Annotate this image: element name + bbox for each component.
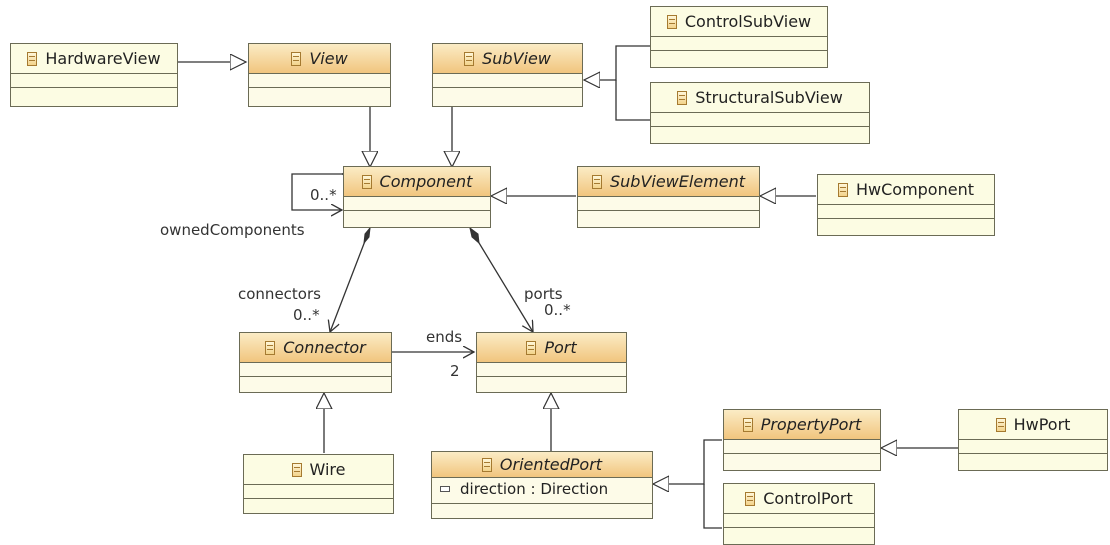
class-icon [745,491,756,506]
class-name: PropertyPort [760,415,862,434]
association-owned-components[interactable] [291,173,342,210]
class-name: HwComponent [855,180,974,199]
attribute-icon [440,486,450,492]
generalization-propertyport-orientedport[interactable] [653,439,722,484]
owned-components-multiplicity: 0..* [310,186,337,204]
class-name: Wire [309,460,346,479]
association-connectors[interactable] [330,227,371,332]
class-structuralsubview[interactable]: StructuralSubView [650,82,870,144]
class-icon [742,417,753,432]
class-icon [591,174,602,189]
class-port[interactable]: Port [476,332,627,393]
generalization-controlsubview-subview[interactable] [584,45,650,80]
class-name: OrientedPort [499,455,603,474]
class-name: ControlPort [763,489,853,508]
class-icon [481,457,492,472]
class-name: Component [379,172,473,191]
class-icon [666,14,677,29]
generalization-controlport-orientedport[interactable] [703,484,722,529]
class-icon [27,51,38,66]
generalization-structuralsubview-subview[interactable] [615,80,650,121]
owned-components-role: ownedComponents [160,221,305,239]
class-name: SubView [482,49,551,68]
class-icon [526,340,537,355]
class-icon [995,417,1006,432]
class-icon [291,462,302,477]
connectors-multiplicity: 0..* [293,306,320,324]
class-icon [837,182,848,197]
class-controlsubview[interactable]: ControlSubView [650,6,828,68]
ends-multiplicity: 2 [450,362,460,380]
ports-multiplicity: 0..* [544,301,571,319]
class-hardwareview[interactable]: HardwareView [10,43,178,107]
class-name: SubViewElement [609,172,745,191]
attribute-text: direction : Direction [460,480,609,498]
class-icon [361,174,372,189]
connectors-role: connectors [238,285,321,303]
class-component[interactable]: Component [343,166,491,228]
class-icon [265,340,276,355]
class-name: View [309,49,348,68]
class-icon [291,51,302,66]
class-connector[interactable]: Connector [239,332,392,393]
class-wire[interactable]: Wire [243,454,394,514]
class-hwcomponent[interactable]: HwComponent [817,174,995,236]
class-name: ControlSubView [684,12,812,31]
class-icon [464,51,475,66]
association-ports[interactable] [469,227,533,332]
class-hwport[interactable]: HwPort [958,409,1108,471]
ends-role: ends [426,328,463,346]
class-subview[interactable]: SubView [432,43,583,107]
class-view[interactable]: View [248,43,391,107]
class-icon [677,90,688,105]
class-controlport[interactable]: ControlPort [723,483,875,545]
class-name: HardwareView [45,49,161,68]
ports-role: ports [524,285,563,303]
class-propertyport[interactable]: PropertyPort [723,409,881,471]
class-orientedport[interactable]: OrientedPort direction : Direction [431,451,653,519]
class-name: StructuralSubView [695,88,843,107]
class-name: Connector [283,338,366,357]
class-subviewelement[interactable]: SubViewElement [577,166,760,228]
class-name: Port [544,338,577,357]
attribute-direction[interactable]: direction : Direction [432,478,652,498]
class-name: HwPort [1013,415,1071,434]
